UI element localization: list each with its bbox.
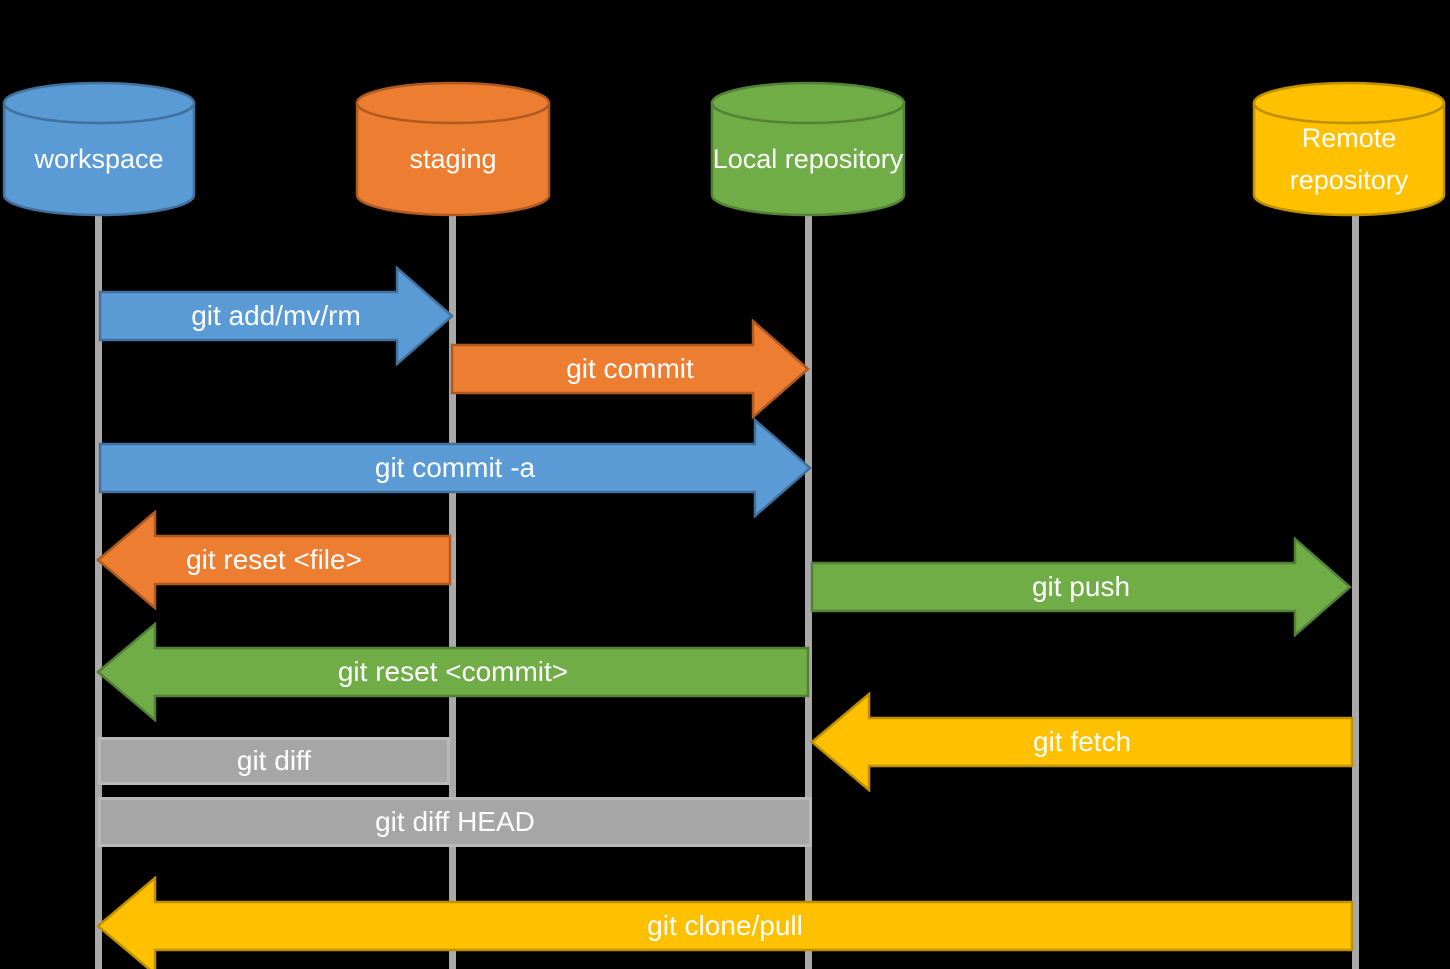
flow-label: git clone/pull xyxy=(647,910,803,941)
cylinder-body xyxy=(355,101,551,217)
flow-label: git commit xyxy=(566,353,694,384)
flow-label: git reset <commit> xyxy=(337,656,569,687)
lifeline-workspace xyxy=(95,208,102,969)
flow-label: git diff HEAD xyxy=(375,806,535,837)
cylinder-top xyxy=(1252,81,1446,125)
bar-shape xyxy=(98,737,450,785)
arrow-left-shape xyxy=(810,692,1354,792)
flow-git-diff: git diff xyxy=(98,737,450,785)
flow-git-push: git push xyxy=(810,537,1352,637)
flow-label: git push xyxy=(1031,571,1131,602)
arrow-left-shape xyxy=(96,510,452,610)
arrow-right-shape xyxy=(450,319,810,419)
node-label-staging: staging xyxy=(409,144,497,174)
arrow-right-shape xyxy=(810,537,1352,637)
node-label-local-repository: Local repository xyxy=(712,144,904,174)
node-remote-repository: Remote repository xyxy=(1252,80,1446,218)
flow-git-diff-head: git diff HEAD xyxy=(98,797,812,847)
flow-label: git reset <file> xyxy=(186,544,362,575)
flow-git-reset-file: git reset <file> xyxy=(96,510,452,610)
flow-label: git diff xyxy=(236,745,312,776)
cylinder-body xyxy=(2,101,196,217)
flow-label: git commit -a xyxy=(374,452,536,483)
arrow-right-shape xyxy=(98,418,812,518)
cylinder-body xyxy=(710,101,906,217)
node-workspace: workspace xyxy=(2,80,196,218)
node-staging: staging xyxy=(355,80,551,218)
cylinder-body xyxy=(1252,101,1446,217)
flow-git-fetch: git fetch xyxy=(810,692,1354,792)
flow-git-commit: git commit xyxy=(450,319,810,419)
flow-label: git add/mv/rm xyxy=(191,300,361,331)
node-label-remote-repository: Remote repository xyxy=(1289,123,1409,195)
cylinder-top xyxy=(2,81,196,125)
flow-label: git fetch xyxy=(1032,726,1132,757)
lifeline-local-repository xyxy=(805,208,812,969)
node-local-repository: Local repository xyxy=(710,80,906,218)
flow-git-add-mv-rm: git add/mv/rm xyxy=(98,266,454,366)
lifeline-remote-repository xyxy=(1352,208,1359,969)
arrow-left-shape xyxy=(96,622,810,722)
bar-shape xyxy=(98,797,812,847)
node-label-workspace: workspace xyxy=(34,144,164,174)
lifeline-staging xyxy=(449,208,456,969)
cylinder-top xyxy=(710,81,906,125)
flow-git-clone-pull: git clone/pull xyxy=(96,876,1354,969)
arrow-right-shape xyxy=(98,266,454,366)
cylinder-top xyxy=(355,81,551,125)
flow-git-commit-a: git commit -a xyxy=(98,418,812,518)
flow-git-reset-commit: git reset <commit> xyxy=(96,622,810,722)
arrow-left-shape xyxy=(96,876,1354,969)
